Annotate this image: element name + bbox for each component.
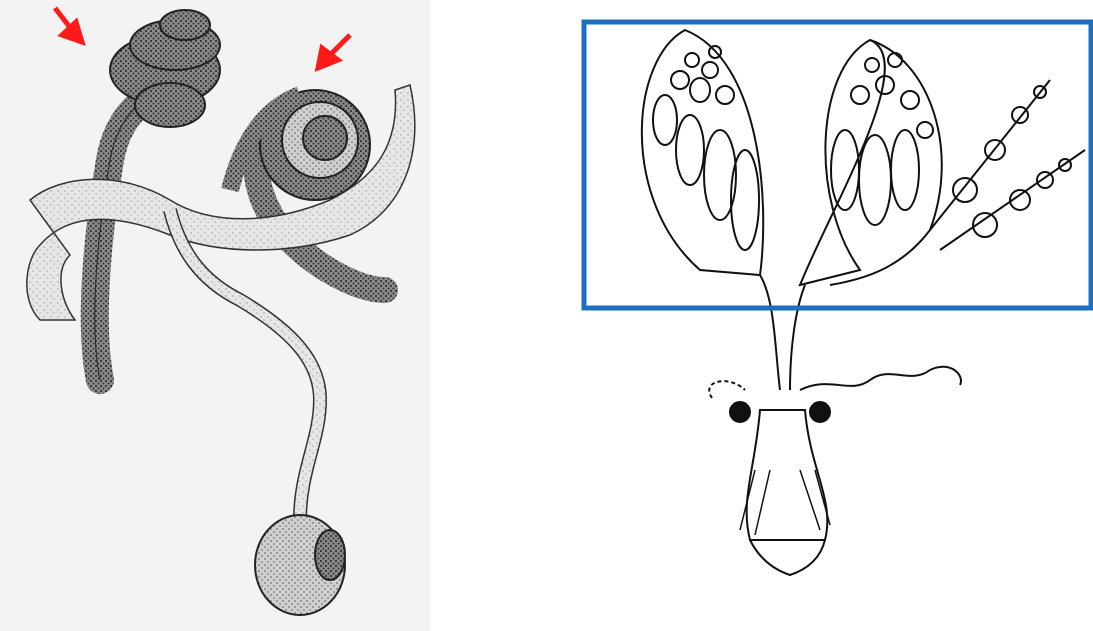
gland-illustration [0, 0, 430, 631]
ovary-line-drawing [560, 0, 1093, 631]
right-ovary-outline [800, 40, 885, 285]
left-ovarioles [653, 46, 759, 250]
genital-chamber [709, 381, 830, 575]
terminal-bulb [255, 515, 345, 615]
beaded-filaments [930, 80, 1085, 250]
spermatheca-duct [800, 367, 961, 390]
gland-illustration-panel [0, 0, 430, 631]
highlight-box [584, 22, 1091, 308]
ovary-line-drawing-panel [560, 0, 1093, 631]
left-oviduct [760, 275, 780, 390]
right-oviduct [790, 285, 805, 390]
